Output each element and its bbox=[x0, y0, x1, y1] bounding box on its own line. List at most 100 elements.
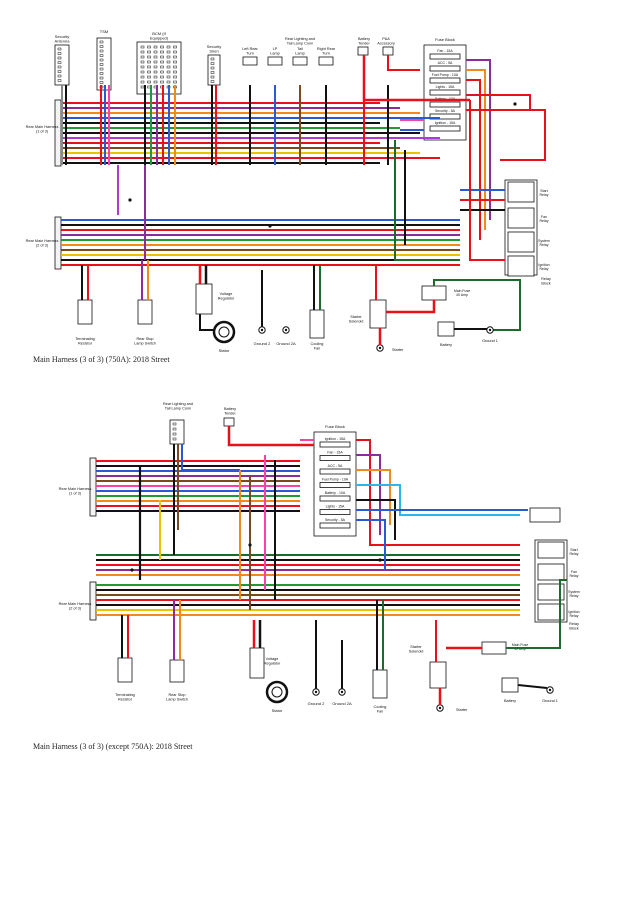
ground-2-label: Ground 2 bbox=[254, 341, 271, 346]
caption-750a: Main Harness (3 of 3) (750A): 2018 Stree… bbox=[33, 355, 170, 364]
connector-pin bbox=[153, 55, 158, 59]
connector-pin bbox=[173, 55, 177, 59]
starter-label: Starter bbox=[392, 348, 404, 352]
label-line: Resistor bbox=[78, 341, 93, 345]
connector-pin bbox=[140, 85, 145, 89]
connector-pin bbox=[147, 65, 151, 69]
label-line: Security bbox=[55, 34, 69, 39]
connector-pin bbox=[160, 55, 164, 59]
label-line: (1 of 3) bbox=[69, 491, 82, 495]
rear-harness-1-label-2: Rear Main Harness(1 of 3) bbox=[59, 487, 92, 495]
connector-pin bbox=[57, 74, 62, 78]
label-line: Resistor bbox=[118, 697, 133, 701]
connector-pin bbox=[153, 80, 158, 84]
relay-2-1 bbox=[537, 563, 565, 581]
connector-pin bbox=[140, 60, 145, 64]
wire-orange bbox=[356, 469, 391, 525]
accessory-feed-wire bbox=[387, 55, 420, 71]
fuse-output-wire bbox=[466, 59, 491, 220]
wire-darkgreen bbox=[394, 140, 460, 261]
label-line: Accessory bbox=[377, 41, 395, 45]
fuse bbox=[429, 77, 461, 84]
fuse-2 bbox=[319, 441, 351, 448]
connector-pin bbox=[166, 80, 171, 84]
label-line: Terminating bbox=[75, 337, 95, 341]
pa-accessory-connector bbox=[382, 46, 394, 56]
rear-stop-switch-2 bbox=[169, 659, 185, 683]
label-line: Fuel Pump - 10A bbox=[432, 73, 459, 77]
ground-terminal-center bbox=[260, 328, 264, 332]
connector-pin bbox=[173, 80, 177, 84]
label-line: System bbox=[538, 239, 550, 243]
label-line: Starter bbox=[410, 645, 422, 649]
ground-2a-label: Ground 2A bbox=[276, 341, 296, 346]
main-fuse-2 bbox=[481, 641, 507, 655]
fuse-output-wire bbox=[466, 94, 531, 110]
fuse-label-2: Ignition - 15A bbox=[325, 437, 346, 441]
connector-pin bbox=[166, 55, 171, 59]
label-line: Rear Stop bbox=[168, 693, 185, 697]
connector-pin bbox=[99, 72, 104, 75]
connector-pin bbox=[57, 56, 62, 60]
label-line: Lamp Switch bbox=[166, 697, 188, 701]
label-line: Ignition bbox=[538, 263, 549, 267]
connector-pin bbox=[166, 75, 171, 79]
fuse bbox=[429, 125, 461, 132]
label-line: Relay bbox=[570, 614, 579, 618]
ground-1-label-2: Ground 1 bbox=[542, 699, 558, 703]
fuse-label: Fuel Pump - 10A bbox=[432, 73, 459, 77]
connector-pin bbox=[147, 70, 151, 74]
connector-pin bbox=[57, 79, 62, 82]
label-line: Equipped) bbox=[150, 36, 169, 41]
connector-pin bbox=[160, 75, 164, 79]
fuse-label-2: Lights - 15A bbox=[326, 505, 345, 509]
lamp-connector-3 bbox=[318, 56, 334, 66]
label-line: Ground 2A bbox=[276, 341, 296, 346]
connector-pin bbox=[99, 58, 104, 62]
label-line: ACC - 5A bbox=[328, 464, 343, 468]
wire-darkgreen bbox=[433, 279, 521, 331]
relay-3 bbox=[507, 255, 535, 277]
fuse bbox=[429, 53, 461, 60]
connector-pin bbox=[166, 65, 171, 69]
label-line: System bbox=[568, 590, 580, 594]
fuse bbox=[429, 65, 461, 72]
fuse-2 bbox=[319, 509, 351, 515]
fuse-2 bbox=[319, 482, 351, 488]
connector-pin bbox=[140, 70, 145, 74]
connector-pin bbox=[99, 63, 104, 66]
wire-black bbox=[199, 314, 214, 331]
label-line: Fuel Pump - 10A bbox=[322, 478, 349, 482]
connector-pin bbox=[172, 422, 177, 426]
wire-lightblue bbox=[356, 484, 520, 516]
label-line: Tail Lamp Conn bbox=[165, 406, 191, 410]
connector-pin bbox=[140, 50, 145, 54]
connector-pin bbox=[166, 50, 171, 54]
label-line: BCM (If bbox=[152, 31, 166, 36]
connector-pin bbox=[57, 70, 62, 73]
connector-pin bbox=[99, 49, 104, 53]
label-line: Battery bbox=[504, 699, 516, 703]
fuse-output-wire bbox=[466, 79, 481, 240]
ground-terminal-center bbox=[378, 346, 382, 350]
label-line: Fan bbox=[314, 346, 321, 350]
label-line: (2 of 3) bbox=[36, 243, 49, 247]
starter-label-2: Starter bbox=[456, 708, 468, 712]
connector-pin bbox=[99, 45, 104, 48]
connector-pin bbox=[140, 45, 145, 49]
ground-terminal-center bbox=[340, 690, 344, 694]
